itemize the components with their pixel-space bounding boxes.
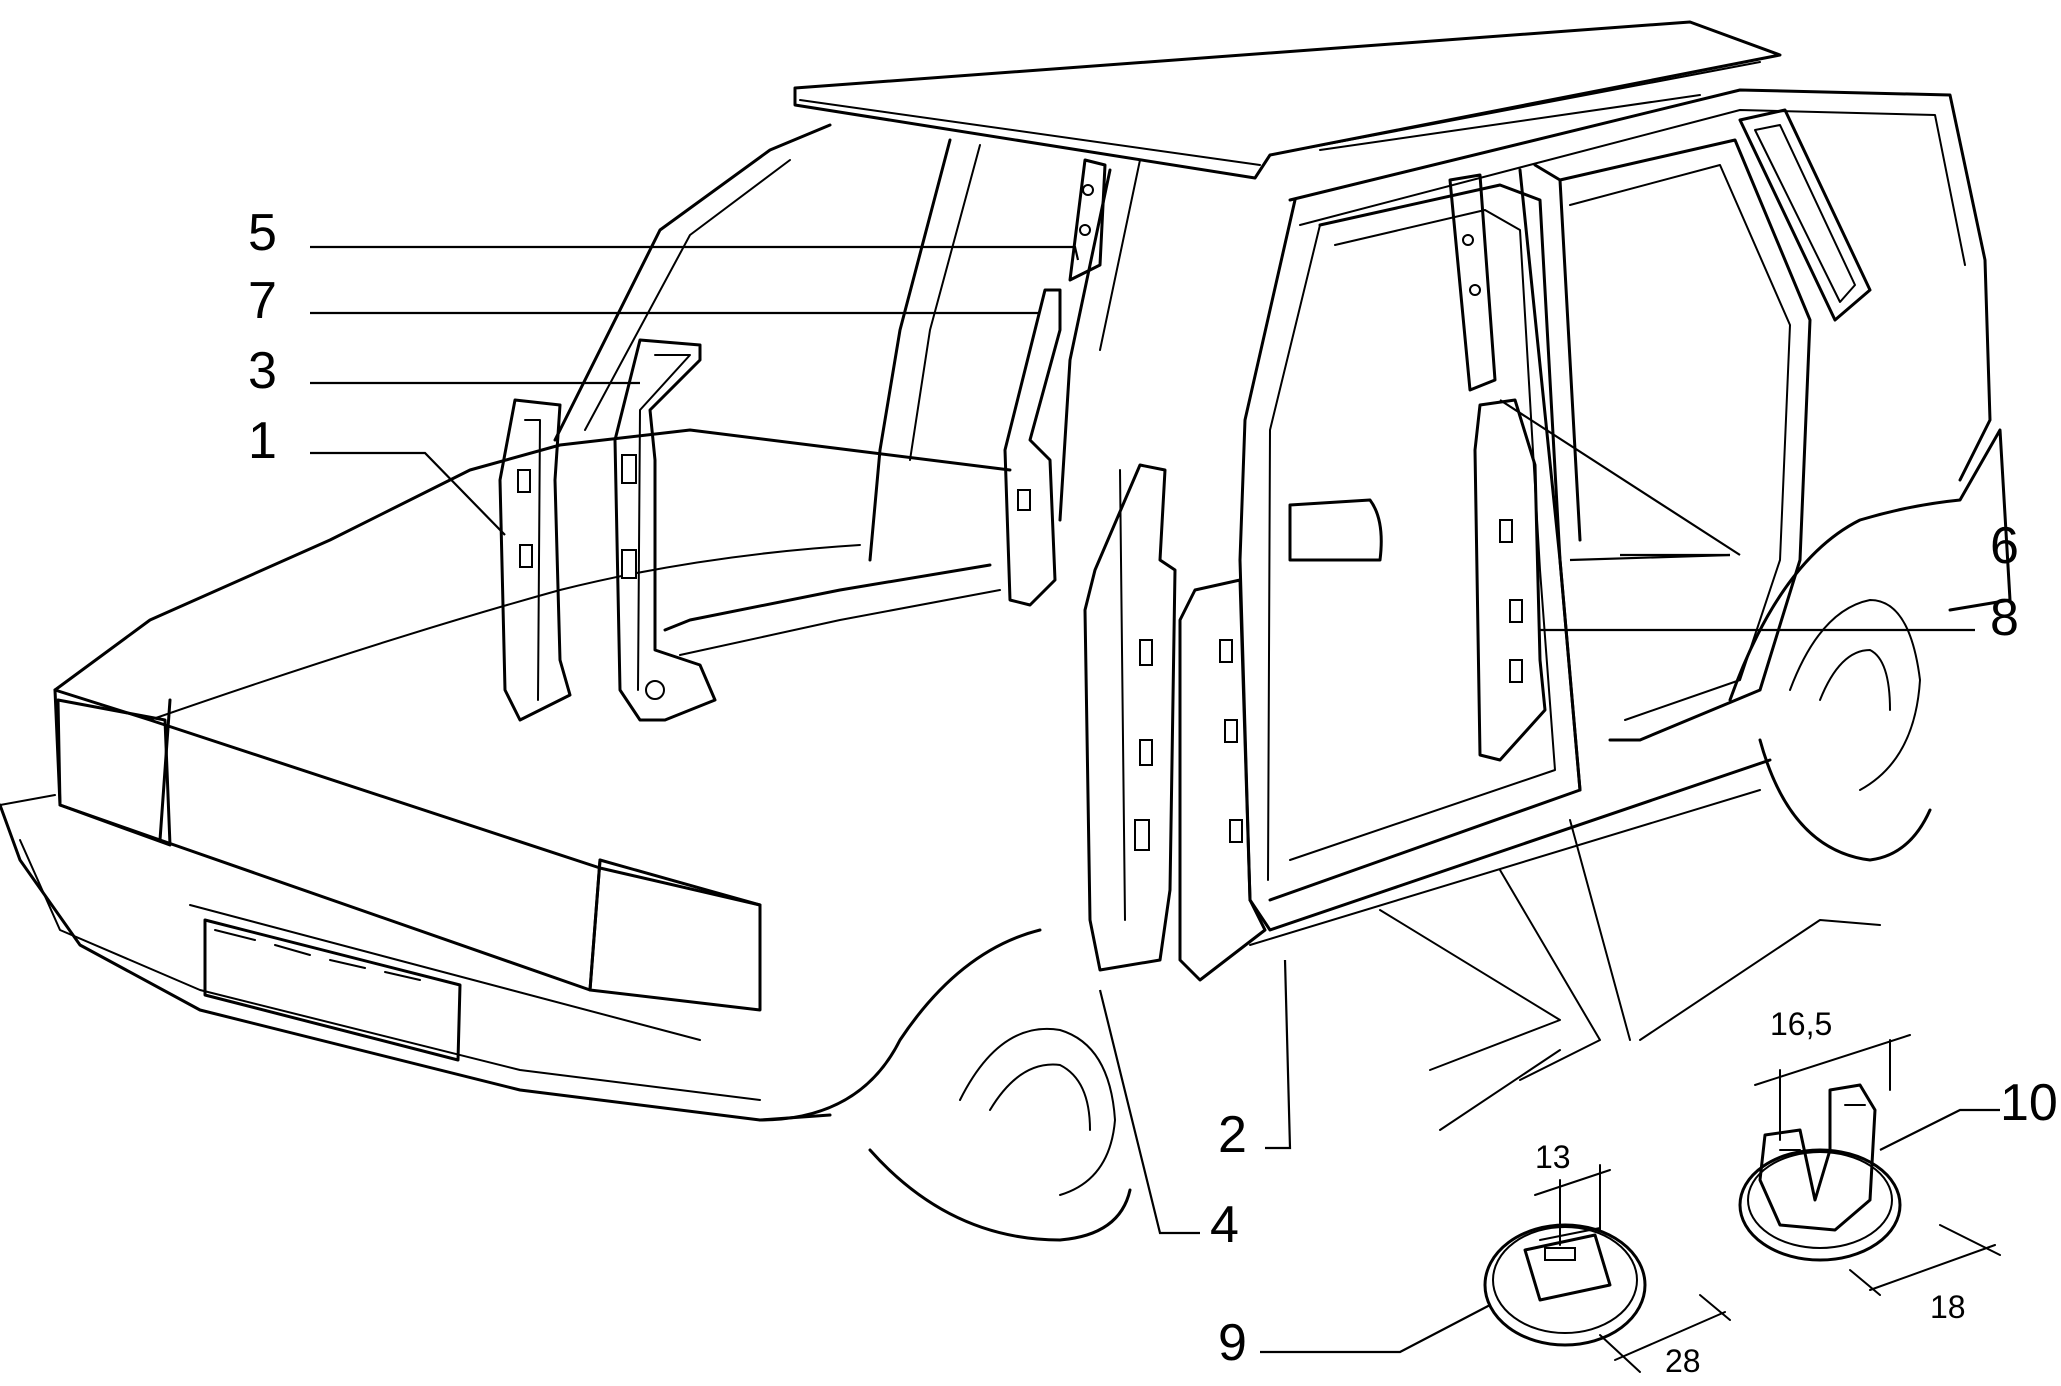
part-8-b-pillar-lower [1473,398,1547,762]
callout-labels: 5 7 3 1 6 8 2 4 9 10 [248,204,2058,1372]
callout-6: 6 [1990,517,2019,575]
callout-2: 2 [1218,1106,1247,1164]
part-5-upper-reinforcement [1068,158,1107,282]
dimension-clip10-base: 18 [1930,1289,1966,1325]
leader-lines [310,245,2000,1354]
callout-4: 4 [1210,1196,1239,1254]
callout-1: 1 [248,412,277,470]
dimension-clip10-width: 16,5 [1770,1006,1832,1042]
callout-3: 3 [248,342,277,400]
part-9-clip [1483,1164,1731,1373]
part-7-lower-reinforcement [1003,288,1062,607]
callout-5: 5 [248,204,277,262]
part-1-a-pillar-inner [498,398,572,722]
part-2-front-pillar-outer [1178,578,1267,982]
part-4-front-pillar-lower [1083,463,1177,972]
part-6-b-pillar-upper [1448,173,1497,392]
car-body-outline [0,20,2012,1242]
part-3-a-pillar-outer [613,338,717,722]
dimension-labels: 13 28 16,5 18 [1535,1006,1966,1379]
dimension-clip9-base: 28 [1665,1343,1701,1379]
callout-10: 10 [2000,1074,2058,1132]
dimension-clip9-width: 13 [1535,1139,1571,1175]
part-10-clip [1738,1034,2001,1296]
callout-9: 9 [1218,1314,1247,1372]
callout-8: 8 [1990,589,2019,647]
callout-7: 7 [248,272,277,330]
